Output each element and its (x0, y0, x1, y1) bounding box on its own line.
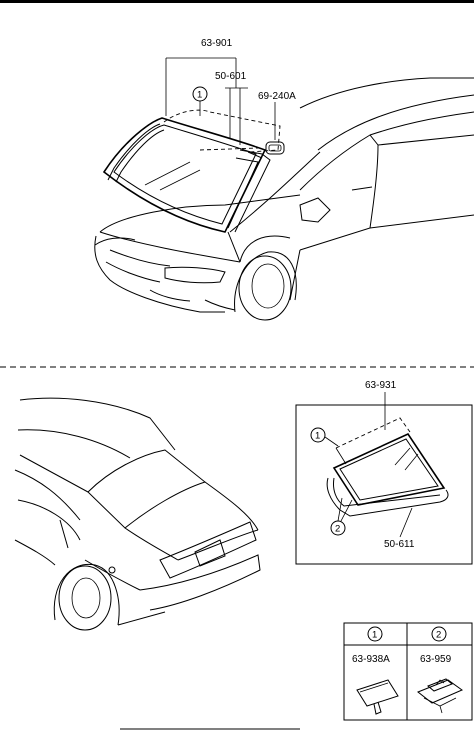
fastener-icon (417, 678, 464, 714)
callout-circle-top (192, 86, 208, 102)
legend-number-2: 2 (436, 630, 441, 641)
molding-part-label: 50-601 (215, 71, 247, 82)
sensor-part-label: 69-240A (258, 91, 296, 102)
top-leader-lines (165, 57, 276, 145)
legend-number-1: 1 (372, 630, 377, 641)
rear-glass-part-label: 63-931 (365, 380, 397, 391)
rear-glass (332, 432, 446, 506)
legend-circle-2 (431, 626, 447, 642)
legend-item-1: 1 63-938A (352, 626, 399, 715)
callout-number-top: 1 (197, 90, 202, 101)
legend-part-2: 63-959 (420, 654, 452, 665)
sensor-dashed-line (199, 147, 259, 151)
rear-glass-inset-box (295, 404, 473, 565)
rear-callout-1-circle (310, 427, 326, 443)
windshield-part-label: 63-901 (201, 38, 233, 49)
legend-table (343, 622, 473, 721)
rear-dashed-outline (335, 417, 411, 449)
legend-item-2: 2 63-959 (417, 626, 464, 714)
windshield-molding (107, 123, 271, 233)
front-car-illustration (94, 77, 474, 321)
rear-molding-leader (399, 507, 413, 538)
rear-car-illustration (14, 397, 261, 631)
rear-callout-1-number: 1 (315, 431, 320, 442)
rear-glass-molding (326, 477, 449, 517)
legend-part-1: 63-938A (352, 654, 390, 665)
molding-dashed-outline (163, 109, 281, 153)
legend-circle-1 (367, 626, 383, 642)
rain-sensor (265, 141, 285, 155)
windshield-glass (102, 117, 267, 233)
rear-callout-2-number: 2 (335, 524, 340, 535)
clip-icon (356, 679, 399, 715)
rear-molding-part-label: 50-611 (384, 539, 415, 550)
